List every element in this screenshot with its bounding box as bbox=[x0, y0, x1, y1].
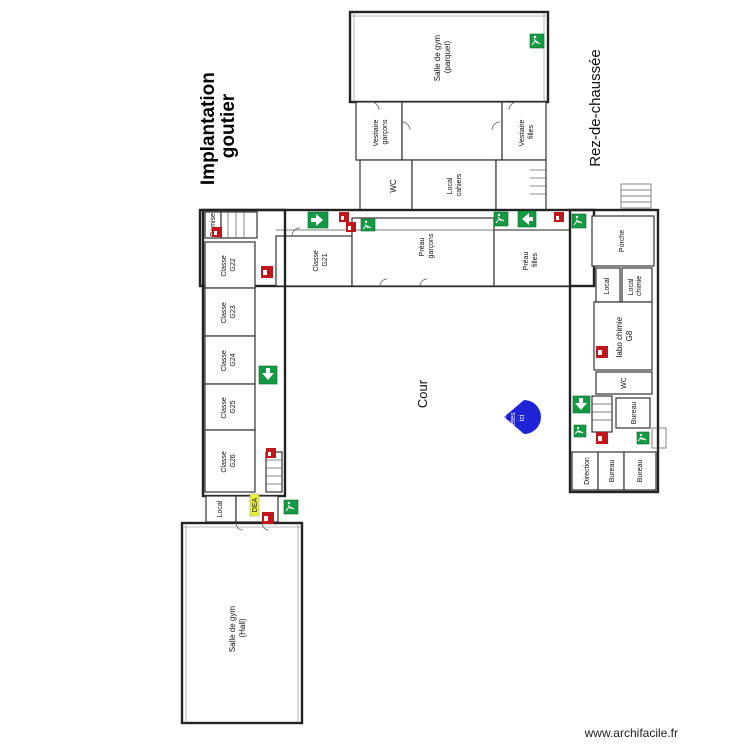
preau-filles-label: Préau filles bbox=[523, 250, 539, 271]
east-steps bbox=[651, 427, 667, 449]
direction-label: Direction bbox=[584, 457, 591, 485]
porche-room bbox=[591, 215, 655, 267]
classe-g26-room bbox=[204, 429, 256, 493]
classe-g21-label: Classe G21 bbox=[313, 248, 329, 271]
exit-arrow-icon bbox=[307, 211, 329, 229]
watermark: www.archifacile.fr bbox=[584, 726, 678, 740]
preau-garcons-room bbox=[351, 217, 495, 287]
exit-arrow-icon bbox=[258, 365, 278, 385]
wc-east-room bbox=[595, 371, 653, 395]
classe-g23-room bbox=[204, 287, 256, 337]
emergency-exit-icon bbox=[493, 211, 509, 227]
bureau-1-label: Bureau bbox=[631, 402, 638, 425]
exit-arrow-icon bbox=[517, 210, 537, 228]
preau-garcons-label: Préau garçons bbox=[419, 233, 435, 258]
gym-parquet-label: Salle de gym (parquet) bbox=[433, 33, 452, 81]
east-wing-outline bbox=[568, 208, 660, 494]
classe-g22-room bbox=[204, 241, 256, 289]
fire-extinguisher-icon bbox=[261, 266, 273, 278]
floor-label: Rez-de-chaussée bbox=[587, 49, 604, 167]
bureau-3-label: Bureau bbox=[637, 460, 644, 483]
remise-label: Remise bbox=[210, 213, 217, 237]
vestiaire-filles-label: Vestiaire filles bbox=[519, 118, 535, 147]
fire-extinguisher-icon bbox=[596, 432, 608, 444]
wc-north-label: WC bbox=[389, 179, 398, 193]
classe-g24-label: Classe G24 bbox=[221, 348, 237, 371]
bureau-2-room bbox=[597, 451, 625, 491]
dea-label: DEA bbox=[252, 497, 259, 512]
porche-label: Porche bbox=[619, 230, 626, 252]
vestiaire-garcons-room bbox=[355, 101, 403, 161]
wc-east-label: WC bbox=[621, 377, 628, 389]
courtyard-label: Cour bbox=[415, 379, 430, 408]
labo-chimie-room bbox=[593, 301, 653, 371]
central-corridor-room bbox=[401, 101, 503, 161]
fire-extinguisher-icon bbox=[596, 346, 608, 358]
classe-g25-label: Classe G25 bbox=[221, 395, 237, 418]
local-cahiers-label: Local cahiers bbox=[447, 173, 463, 196]
fire-extinguisher-icon bbox=[346, 222, 356, 232]
exit-arrow-icon bbox=[572, 395, 591, 414]
direction-room bbox=[571, 451, 599, 491]
fire-extinguisher-icon bbox=[339, 212, 349, 222]
location-marker-icon bbox=[504, 400, 541, 434]
fire-extinguisher-icon bbox=[262, 512, 274, 524]
gym-hall-label: Salle de gym (Hall) bbox=[228, 604, 247, 652]
emergency-exit-icon bbox=[573, 424, 587, 438]
local-small-label: Local bbox=[604, 277, 611, 294]
plan-title: Implantation goutier bbox=[198, 67, 239, 185]
classe-g22-label: Classe G22 bbox=[221, 253, 237, 276]
wc-north-room bbox=[359, 159, 413, 211]
classe-g23-label: Classe G23 bbox=[221, 300, 237, 323]
fire-extinguisher-icon bbox=[212, 227, 222, 237]
vestiaire-garcons-label: Vestiaire garçons bbox=[373, 118, 389, 147]
emergency-exit-icon bbox=[529, 33, 545, 49]
local-west-label: Local bbox=[217, 500, 224, 517]
fire-extinguisher-icon bbox=[554, 212, 564, 222]
fire-extinguisher-icon bbox=[266, 448, 276, 458]
classe-g24-room bbox=[204, 335, 256, 385]
dea-badge bbox=[249, 493, 260, 517]
labo-chimie-label: labo chimie G8 bbox=[615, 315, 634, 358]
bureau-2-label: Bureau bbox=[609, 460, 616, 483]
emergency-exit-icon bbox=[283, 499, 299, 515]
emergency-exit-icon bbox=[571, 213, 587, 229]
local-cahiers-room bbox=[411, 159, 497, 211]
local-chimie-room bbox=[621, 267, 653, 303]
classe-g21-room bbox=[275, 235, 353, 287]
gym-hall-room bbox=[180, 521, 304, 725]
classe-g26-label: Classe G26 bbox=[221, 449, 237, 472]
stairs-east bbox=[591, 395, 613, 433]
bureau-3-room bbox=[623, 451, 657, 491]
emergency-exit-icon bbox=[636, 431, 650, 445]
you-are-here-label: Vous êtes ici bbox=[501, 409, 526, 427]
stairs-west bbox=[220, 211, 258, 239]
emergency-exit-icon bbox=[360, 218, 376, 232]
stairs-north bbox=[495, 159, 547, 211]
local-chimie-label: Local chimie bbox=[628, 276, 643, 296]
bureau-1-room bbox=[615, 397, 651, 429]
